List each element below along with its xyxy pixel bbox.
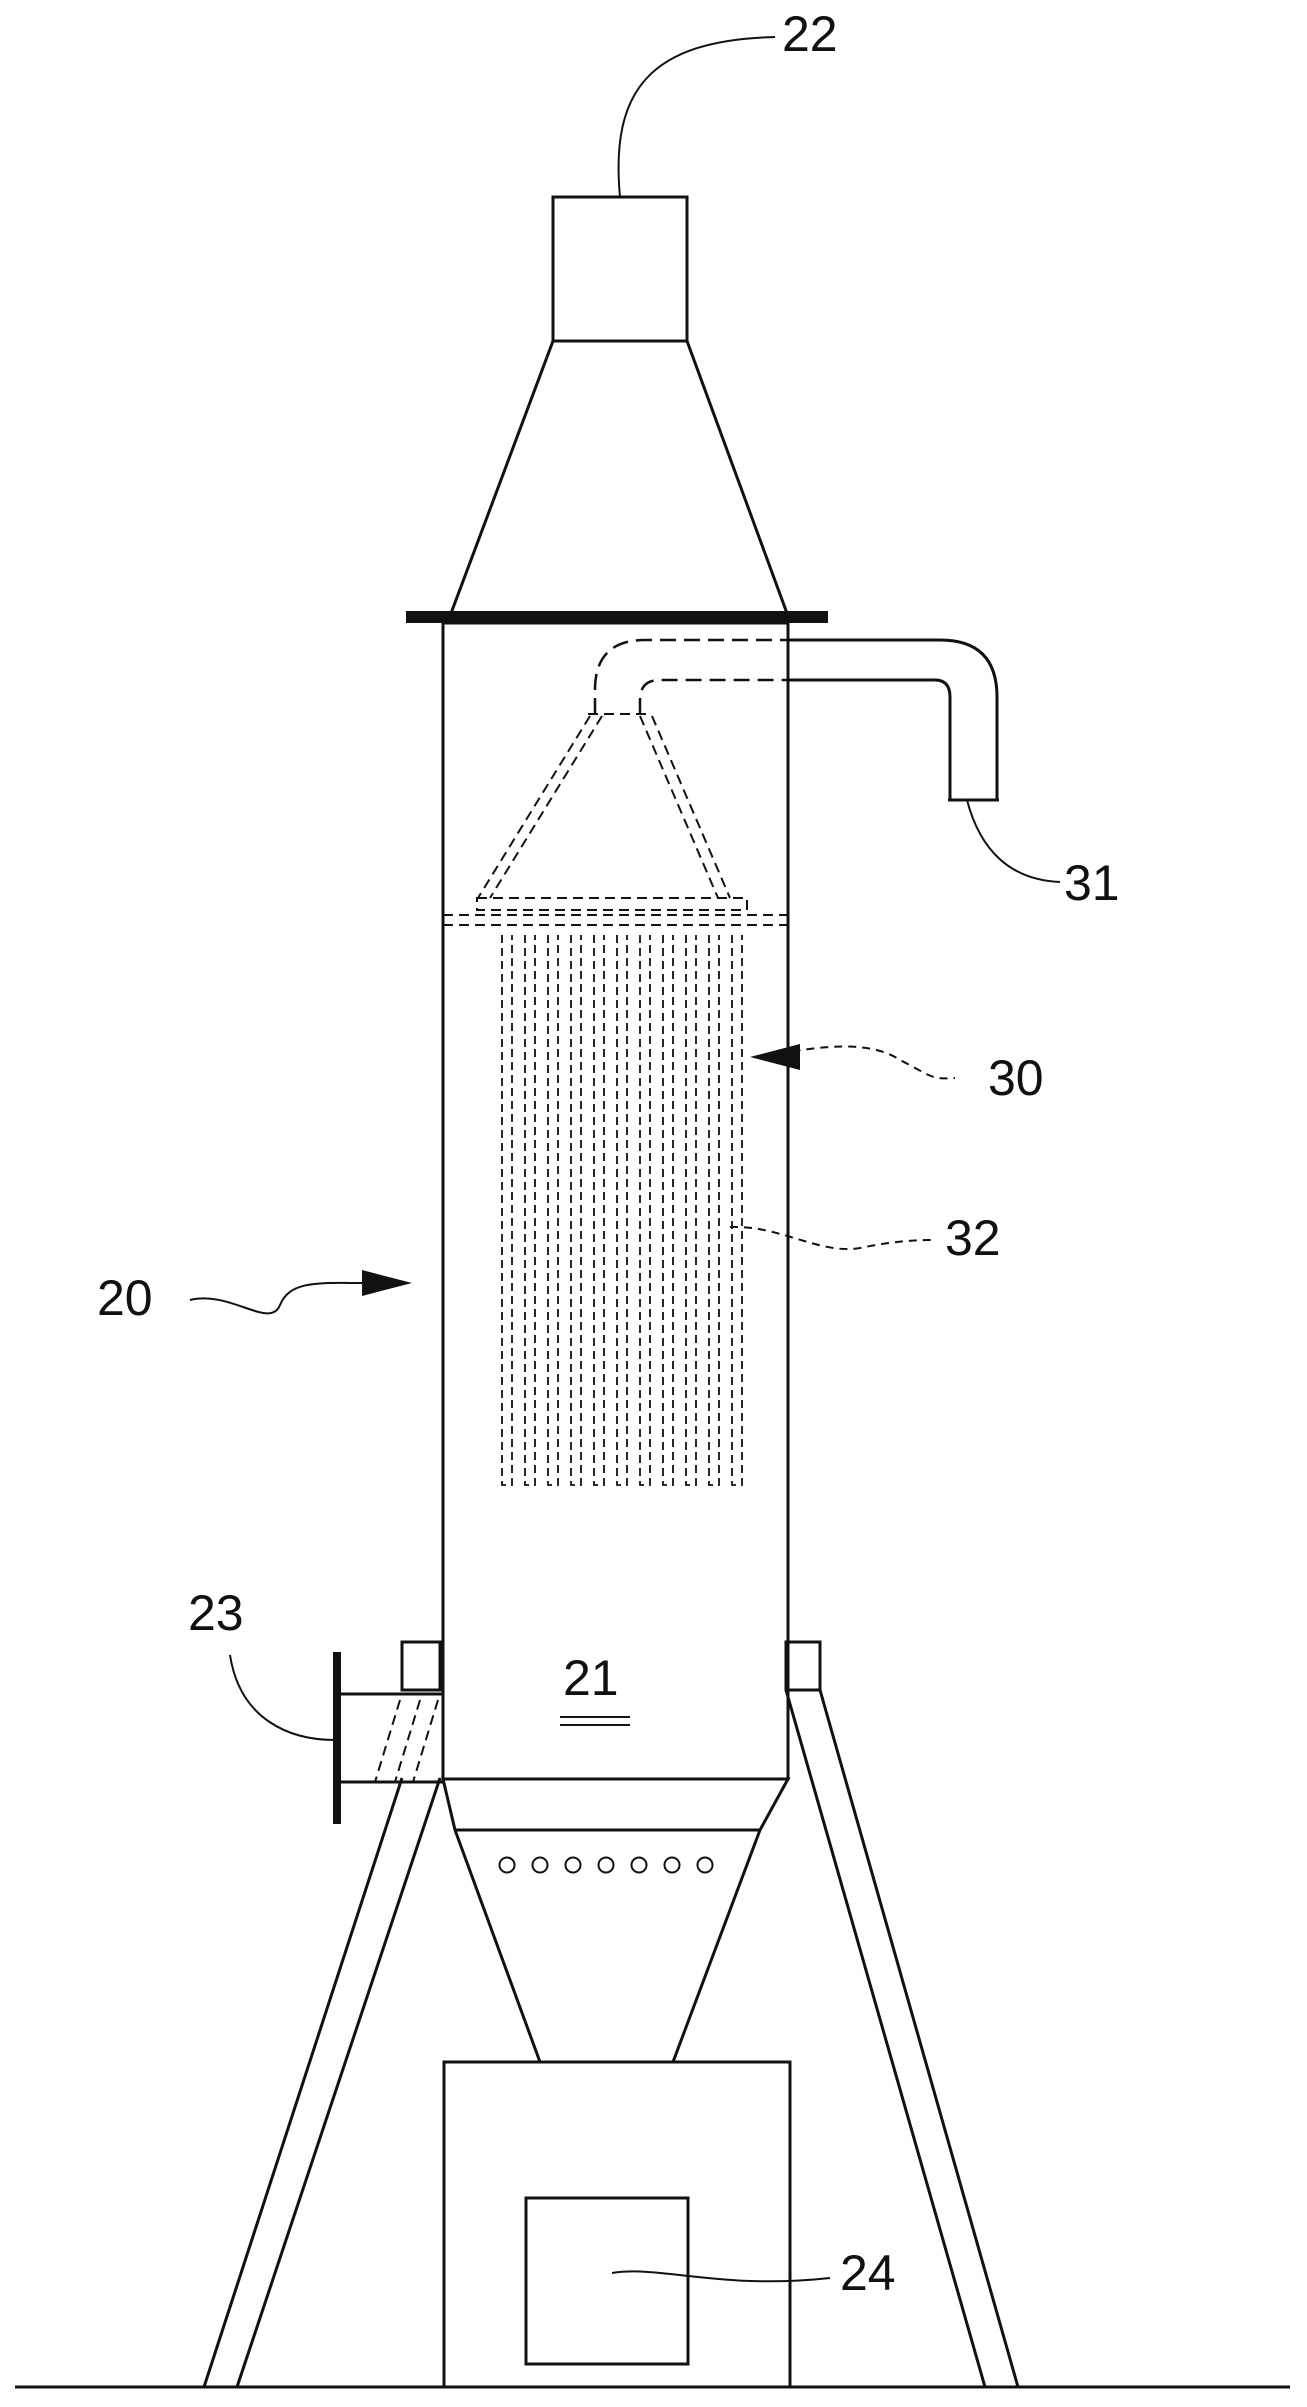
- label-21: 21: [563, 1650, 619, 1706]
- tube: [525, 935, 535, 1485]
- tube: [686, 935, 696, 1485]
- hole: [632, 1858, 647, 1873]
- label-32: 32: [945, 1210, 1001, 1266]
- right-support-leg: [786, 1642, 1018, 2387]
- label-23: 23: [188, 1585, 244, 1641]
- tube: [663, 935, 673, 1485]
- lower-cone: [443, 1779, 788, 2062]
- label-22: 22: [782, 6, 838, 62]
- tube: [617, 935, 627, 1485]
- arrow-icon: [750, 1044, 800, 1070]
- tube: [502, 935, 512, 1485]
- hole-row: [500, 1858, 713, 1873]
- distributor-plate: [443, 898, 788, 925]
- leader-22: [619, 37, 775, 197]
- leader-31: [967, 800, 1060, 882]
- label-21-underline: [560, 1717, 630, 1725]
- tube: [732, 935, 742, 1485]
- tube: [709, 935, 719, 1485]
- distributor-cone: [478, 716, 730, 898]
- label-24: 24: [840, 2245, 896, 2301]
- inlet-nozzle: [337, 1652, 443, 1824]
- leader-23: [230, 1655, 335, 1740]
- hole: [566, 1858, 581, 1873]
- label-20: 20: [97, 1270, 153, 1326]
- hole: [698, 1858, 713, 1873]
- hole: [533, 1858, 548, 1873]
- hole: [665, 1858, 680, 1873]
- internal-pipe: [588, 640, 788, 714]
- leader-24: [612, 2271, 830, 2281]
- external-pipe-inner: [788, 680, 950, 800]
- tube: [571, 935, 581, 1485]
- label-30: 30: [988, 1050, 1044, 1106]
- top-outlet: [553, 197, 687, 341]
- hole: [599, 1858, 614, 1873]
- leader-20: [190, 1283, 365, 1313]
- tube-bundle: [502, 935, 742, 1485]
- label-31: 31: [1064, 855, 1120, 911]
- bottom-box: [444, 2062, 790, 2387]
- hole: [500, 1858, 515, 1873]
- arrow-icon: [362, 1270, 412, 1296]
- tube: [548, 935, 558, 1485]
- vessel-body: [443, 623, 788, 1779]
- top-cone: [450, 341, 788, 616]
- leader-32: [730, 1227, 935, 1249]
- external-pipe: [788, 640, 997, 800]
- bottom-box-window: [526, 2198, 688, 2364]
- tube: [640, 935, 650, 1485]
- tube: [594, 935, 604, 1485]
